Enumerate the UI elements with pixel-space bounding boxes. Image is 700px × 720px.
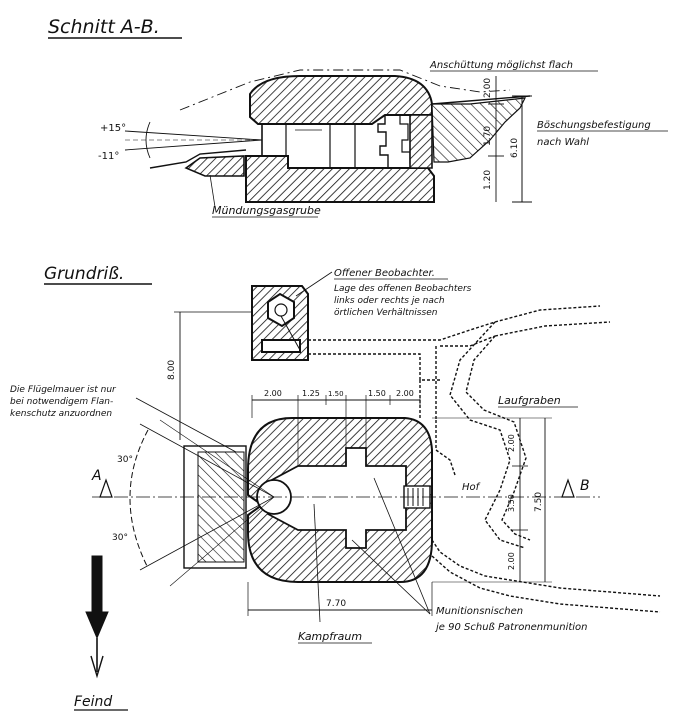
section-title: Schnitt A-B.	[48, 16, 160, 38]
leader	[295, 271, 333, 297]
angle-arc	[129, 429, 149, 569]
trench-wall	[431, 539, 661, 597]
observer-post	[251, 285, 309, 361]
terrain-left	[149, 149, 247, 169]
dim-bottom: 7.70	[326, 599, 346, 609]
ground-line-right	[431, 95, 531, 105]
section-view: Schnitt A-B. +15° -11°	[48, 16, 668, 218]
obs-label-3: links oder rechts je nach	[334, 296, 445, 306]
roof-slab	[249, 75, 433, 125]
trench-wall	[494, 321, 611, 337]
marker-a: A	[91, 468, 102, 484]
trench-wall	[308, 321, 496, 341]
dim-r2: 3.50	[507, 494, 516, 512]
leader	[135, 397, 237, 453]
dim-low: 1.20	[483, 170, 493, 190]
room-label: Kampfraum	[298, 630, 362, 643]
dim-d: 1.50	[368, 389, 386, 398]
cover-outline	[179, 69, 511, 111]
slope-right	[431, 97, 527, 163]
observer-access	[280, 315, 301, 351]
leader	[313, 503, 321, 623]
wing-label-2: bei notwendigem Flan-	[10, 397, 113, 407]
muzzle-gas-pit	[184, 155, 245, 177]
angle-down-label: -11°	[98, 151, 119, 162]
plan-title: Grundriß.	[44, 264, 124, 284]
wing-wall-fill	[197, 451, 245, 563]
yard-label: Hof	[462, 482, 481, 493]
trench-wall	[431, 555, 661, 613]
fire-ray	[159, 419, 275, 498]
combat-room	[267, 447, 407, 549]
label-muzzle: Mündungsgasgrube	[212, 204, 321, 217]
foundation-block	[245, 155, 435, 203]
marker-b-arrow	[561, 478, 575, 498]
plan-view: Grundriß.	[10, 264, 661, 711]
dim-e: 2.00	[396, 389, 414, 398]
dim-mid: 1.70	[483, 126, 493, 146]
label-slope-2: nach Wahl	[537, 137, 589, 148]
enemy-arrow	[85, 555, 109, 640]
niche-label-1: Munitionsnischen	[436, 606, 523, 617]
niche-label-2: je 90 Schuß Patronenmunition	[434, 622, 588, 633]
interior-wall-right	[399, 115, 411, 164]
obs-label-4: örtlichen Verhältnissen	[334, 308, 438, 318]
enemy-arrow-head	[90, 655, 104, 679]
leader	[373, 477, 431, 615]
trench-wall	[435, 420, 456, 476]
fire-ray-lower	[124, 139, 263, 151]
trench-wall	[449, 321, 526, 549]
interior-stair	[377, 115, 389, 168]
leader	[209, 174, 216, 208]
obs-label-1: Offener Beobachter.	[334, 268, 435, 279]
leader	[351, 539, 431, 615]
dim-a: 2.00	[264, 389, 282, 398]
label-slope-1: Böschungsbefestigung	[537, 120, 651, 131]
marker-b: B	[580, 478, 590, 494]
enemy-label: Feind	[74, 694, 112, 710]
trench-wall	[308, 353, 440, 381]
trench-wall	[440, 335, 496, 347]
observer-opening	[274, 303, 288, 317]
trench-wall	[494, 305, 601, 323]
dim-c: 1.50	[328, 390, 344, 398]
fire-ray	[169, 496, 275, 587]
wing-label-3: kenschutz anzuordnen	[10, 409, 112, 419]
trench-label: Laufgraben	[498, 394, 561, 407]
dim-total: 6.10	[510, 138, 520, 158]
angle-left-1: 30°	[117, 455, 133, 465]
angle-up-label: +15°	[100, 123, 126, 134]
wing-label-1: Die Flügelmauer ist nur	[10, 385, 117, 395]
right-wall	[409, 114, 433, 169]
marker-a-arrow	[99, 478, 113, 498]
dim-r-total: 7.50	[534, 492, 544, 512]
dim-obs: 8.00	[167, 360, 177, 380]
fire-ray-upper	[124, 130, 263, 141]
obs-label-2: Lage des offenen Beobachters	[334, 284, 472, 294]
angle-arc	[145, 121, 151, 159]
dim-b: 1.25	[302, 389, 320, 398]
label-cover: Anschüttung möglichst flach	[429, 60, 573, 71]
fire-ray	[139, 496, 275, 571]
dim-r1: 2.00	[507, 434, 516, 452]
angle-left-2: 30°	[112, 533, 128, 543]
trench-wall	[419, 346, 437, 420]
fire-ray	[139, 423, 275, 498]
dim-top: 2.00	[483, 78, 493, 98]
dim-r3: 2.00	[507, 552, 516, 570]
